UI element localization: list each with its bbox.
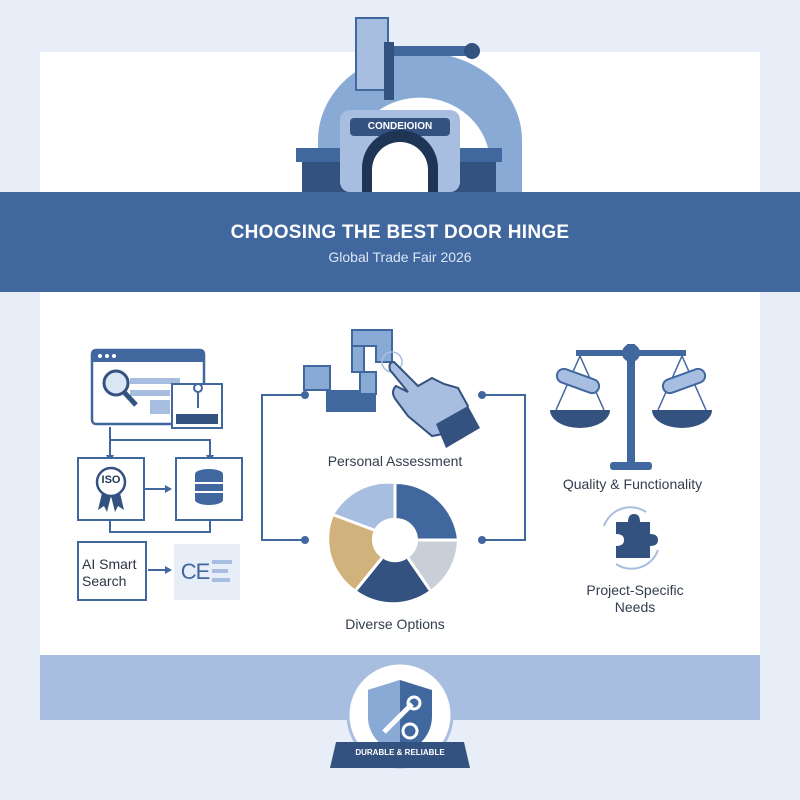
quality-functionality-label: Quality & Functionality bbox=[562, 476, 703, 492]
durable-shield-icon bbox=[330, 661, 470, 769]
iso-badge-icon bbox=[95, 466, 127, 512]
options-donut-chart bbox=[329, 483, 457, 603]
ai-search-label-line1: AI Smart bbox=[82, 556, 137, 572]
ce-mark-icon bbox=[212, 560, 232, 582]
project-needs-label-line1: Project-Specific bbox=[586, 582, 684, 598]
connector-lines bbox=[109, 394, 526, 571]
building-icon bbox=[296, 17, 522, 192]
iso-badge-text: ISO bbox=[101, 474, 121, 486]
ce-mark-text: CE bbox=[180, 559, 211, 584]
building-sign-text: CONDEIOION bbox=[367, 121, 433, 132]
personal-assessment-label: Personal Assessment bbox=[327, 453, 463, 469]
page-subtitle: Global Trade Fair 2026 bbox=[328, 249, 472, 265]
title-banner: CHOOSING THE BEST DOOR HINGE Global Trad… bbox=[0, 192, 800, 292]
database-icon bbox=[195, 469, 223, 505]
puzzle-hand-icon bbox=[303, 329, 480, 448]
project-needs-label-line2: Needs bbox=[614, 599, 656, 615]
search-window-icon bbox=[90, 348, 223, 429]
balance-scale-icon bbox=[550, 344, 712, 470]
durable-ribbon-text: DURABLE & RELIABLE bbox=[355, 748, 445, 757]
diverse-options-label: Diverse Options bbox=[345, 616, 445, 632]
page-title: CHOOSING THE BEST DOOR HINGE bbox=[230, 222, 570, 243]
puzzle-piece-icon bbox=[603, 506, 659, 570]
ai-search-label-line2: Search bbox=[82, 573, 127, 589]
